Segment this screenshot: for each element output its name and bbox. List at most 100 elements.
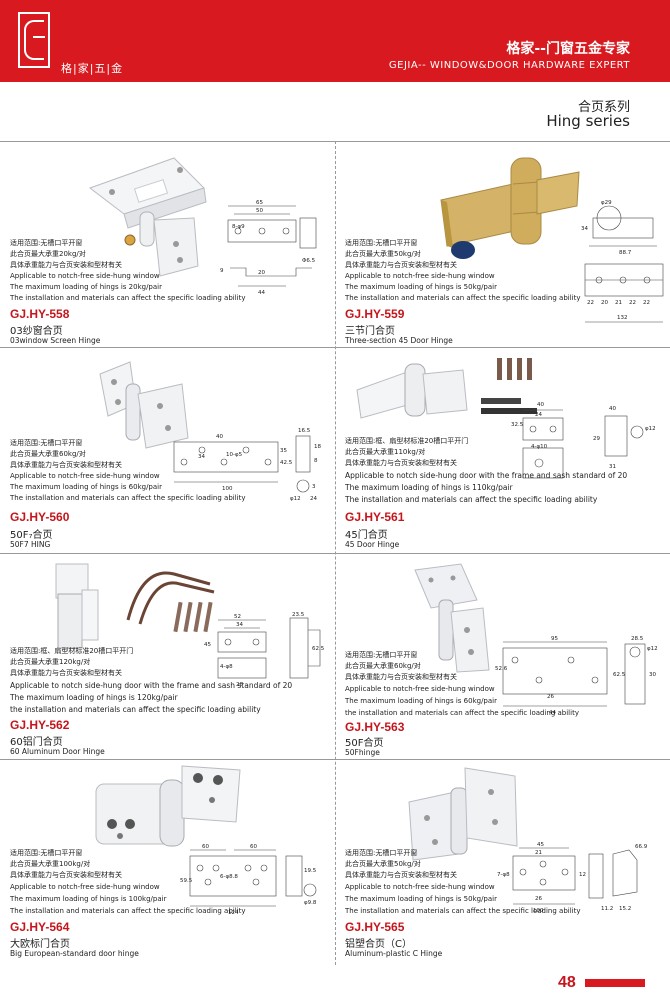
model-number: GJ.HY-564 xyxy=(10,920,70,934)
spec-line: 具体承重能力与合页安装和型材有关 xyxy=(10,871,122,879)
dim-label: 45 xyxy=(537,842,544,848)
spec-line: 此合页最大承重110kg/对 xyxy=(345,448,426,456)
dim-label: 132 xyxy=(617,315,628,321)
dim-label: 32.5 xyxy=(511,422,524,428)
brand-title-cn: 格家--门窗五金专家 xyxy=(506,41,630,57)
dim-label: 66.9 xyxy=(635,844,648,850)
dim-label: φ12 xyxy=(647,646,658,652)
dim-label: 26 xyxy=(535,896,542,902)
spec-line: 此合页最大承重60kg/对 xyxy=(345,662,421,670)
product-name-en: Three-section 45 Door Hinge xyxy=(345,336,453,345)
spec-line: The maximum loading of hings is 50kg/pai… xyxy=(345,283,497,291)
dim-label: 45 xyxy=(204,642,211,648)
dim-label: 34 xyxy=(198,454,205,460)
dim-label: 44 xyxy=(258,290,265,296)
spec-line: Applicable to notch-free side-hung windo… xyxy=(10,472,160,480)
dim-label: 100 xyxy=(533,908,544,914)
spec-line: 适用范围:无槽口平开窗 xyxy=(345,239,418,247)
dim-label: 4-φ8 xyxy=(220,664,233,670)
product-name-en: 03window Screen Hinge xyxy=(10,336,101,345)
product-card-hy560: 40 34 10-φ5 35 42.5 100 16.5 18 8 φ12 3 … xyxy=(6,348,328,554)
model-number: GJ.HY-558 xyxy=(10,307,70,321)
dim-label: 40 xyxy=(537,402,544,408)
product-name-en: 60 Aluminum Door Hinge xyxy=(10,747,105,756)
dim-label: 22 xyxy=(643,300,650,306)
spec-line: Applicable to notch side-hung door with … xyxy=(345,471,628,480)
model-number: GJ.HY-559 xyxy=(345,307,405,321)
hinge-photo xyxy=(356,358,537,419)
dim-label: 23.5 xyxy=(292,612,305,618)
spec-line: the installation and materials can affec… xyxy=(345,709,579,717)
product-name-cn: 三节门合页 xyxy=(345,326,395,337)
dim-label: 10-φ5 xyxy=(226,452,243,458)
dim-label: 31 xyxy=(609,464,616,470)
product-name-cn: 50F合页 xyxy=(345,738,384,749)
spec-line: 此合页最大承重100kg/对 xyxy=(10,860,91,868)
product-name-en: 50F7 HING xyxy=(10,540,51,549)
spec-line: Applicable to notch-free side-hung windo… xyxy=(345,685,495,693)
product-card-hy559: φ29 34 88.7 22 20 21 22 22 132 适用范围:无槽口平… xyxy=(341,142,664,348)
dim-label: 62.5 xyxy=(312,646,325,652)
product-card-hy565: 45 21 7-φ8 26 100 12 66.9 11.2 15.2 适用范围… xyxy=(341,760,663,966)
dim-label: 8 xyxy=(314,458,318,464)
spec-line: 具体承重能力与合页安装和型材有关 xyxy=(10,261,122,269)
dim-label: φ29 xyxy=(601,200,612,206)
spec-line: The maximum loading of hings is 60kg/pai… xyxy=(345,697,497,705)
dim-label: 6-φ8.8 xyxy=(220,874,238,880)
dim-label: φ9.8 xyxy=(304,900,317,906)
hinge-photo xyxy=(55,563,215,649)
spec-line: 此合页最大承重50kg/对 xyxy=(345,250,421,258)
spec-line: 适用范围:无槽口平开窗 xyxy=(10,239,83,247)
spec-line: The installation and materials can affec… xyxy=(345,907,581,915)
dim-label: 52 xyxy=(234,614,241,620)
dim-label: 12 xyxy=(579,872,586,878)
series-title-en: Hing series xyxy=(546,112,630,130)
product-name-cn: 60铝门合页 xyxy=(10,737,63,748)
dim-label: Φ6.5 xyxy=(302,258,316,264)
dim-label: 59.5 xyxy=(180,878,193,884)
spec-line: The installation and materials can affec… xyxy=(345,294,581,302)
spec-line: 此合页最大承重50kg/对 xyxy=(345,860,421,868)
page-number: 48 xyxy=(558,974,576,991)
series-title-cn: 合页系列 xyxy=(577,100,630,115)
dim-label: 18 xyxy=(314,444,321,450)
dim-label: 21 xyxy=(615,300,622,306)
brand-title-en: GEJIA-- WINDOW&DOOR HARDWARE EXPERT xyxy=(388,60,630,71)
spec-line: Applicable to notch-free side-hung windo… xyxy=(10,272,160,280)
dimension-drawing: 65 50 8-φ9 9 20 44 Φ6.5 xyxy=(220,200,317,296)
hinge-photo xyxy=(99,361,189,449)
spec-line: Applicable to notch-free side-hung windo… xyxy=(10,883,160,891)
dim-label: 124 xyxy=(228,910,239,916)
product-card-hy561: 40 24 4-φ10 32.5 40 29 φ12 31 适用范围:框、扇型材… xyxy=(341,348,663,554)
model-number: GJ.HY-561 xyxy=(345,510,405,524)
spec-line: 具体承重能力与合页安装和型材有关 xyxy=(345,871,457,879)
dimension-drawing: φ29 34 88.7 22 20 21 22 22 132 xyxy=(581,200,664,323)
dim-label: φ12 xyxy=(290,496,301,502)
dim-label: 11.2 xyxy=(601,906,613,912)
logo-text: 格|家|五|金 xyxy=(61,62,124,75)
dimension-drawing: 40 34 10-φ5 35 42.5 100 16.5 18 8 φ12 3 … xyxy=(173,428,321,502)
dim-label: 19.5 xyxy=(304,868,317,874)
dim-label: 30 xyxy=(649,672,656,678)
product-name-cn: 03纱窗合页 xyxy=(10,326,63,337)
spec-line: 具体承重能力与合页安装和型材有关 xyxy=(10,669,122,677)
dim-label: 34 xyxy=(236,622,243,628)
product-name-cn: 45门合页 xyxy=(345,530,388,541)
dim-label: 40 xyxy=(216,434,223,440)
spec-line: The maximum loading of hings is 110kg/pa… xyxy=(345,483,513,492)
spec-line: 具体承重能力与合页安装和型材有关 xyxy=(10,461,122,469)
model-number: GJ.HY-562 xyxy=(10,718,70,732)
product-name-en: 45 Door Hinge xyxy=(345,540,400,549)
dimension-drawing: 95 52.6 44 26 28.5 φ12 62.5 30 xyxy=(495,636,658,716)
hinge-photo xyxy=(95,765,241,847)
dim-label: 15.2 xyxy=(619,906,631,912)
dim-label: 28 xyxy=(236,682,243,688)
dim-label: 62.5 xyxy=(613,672,626,678)
dim-label: 100 xyxy=(222,486,233,492)
spec-line: the installation and materials can affec… xyxy=(10,705,261,714)
dim-label: 24 xyxy=(535,412,542,418)
dim-label: 28.5 xyxy=(631,636,644,642)
dim-label: 7-φ8 xyxy=(497,872,510,878)
product-name-cn: 大欧标门合页 xyxy=(10,939,70,950)
dim-label: 29 xyxy=(593,436,600,442)
